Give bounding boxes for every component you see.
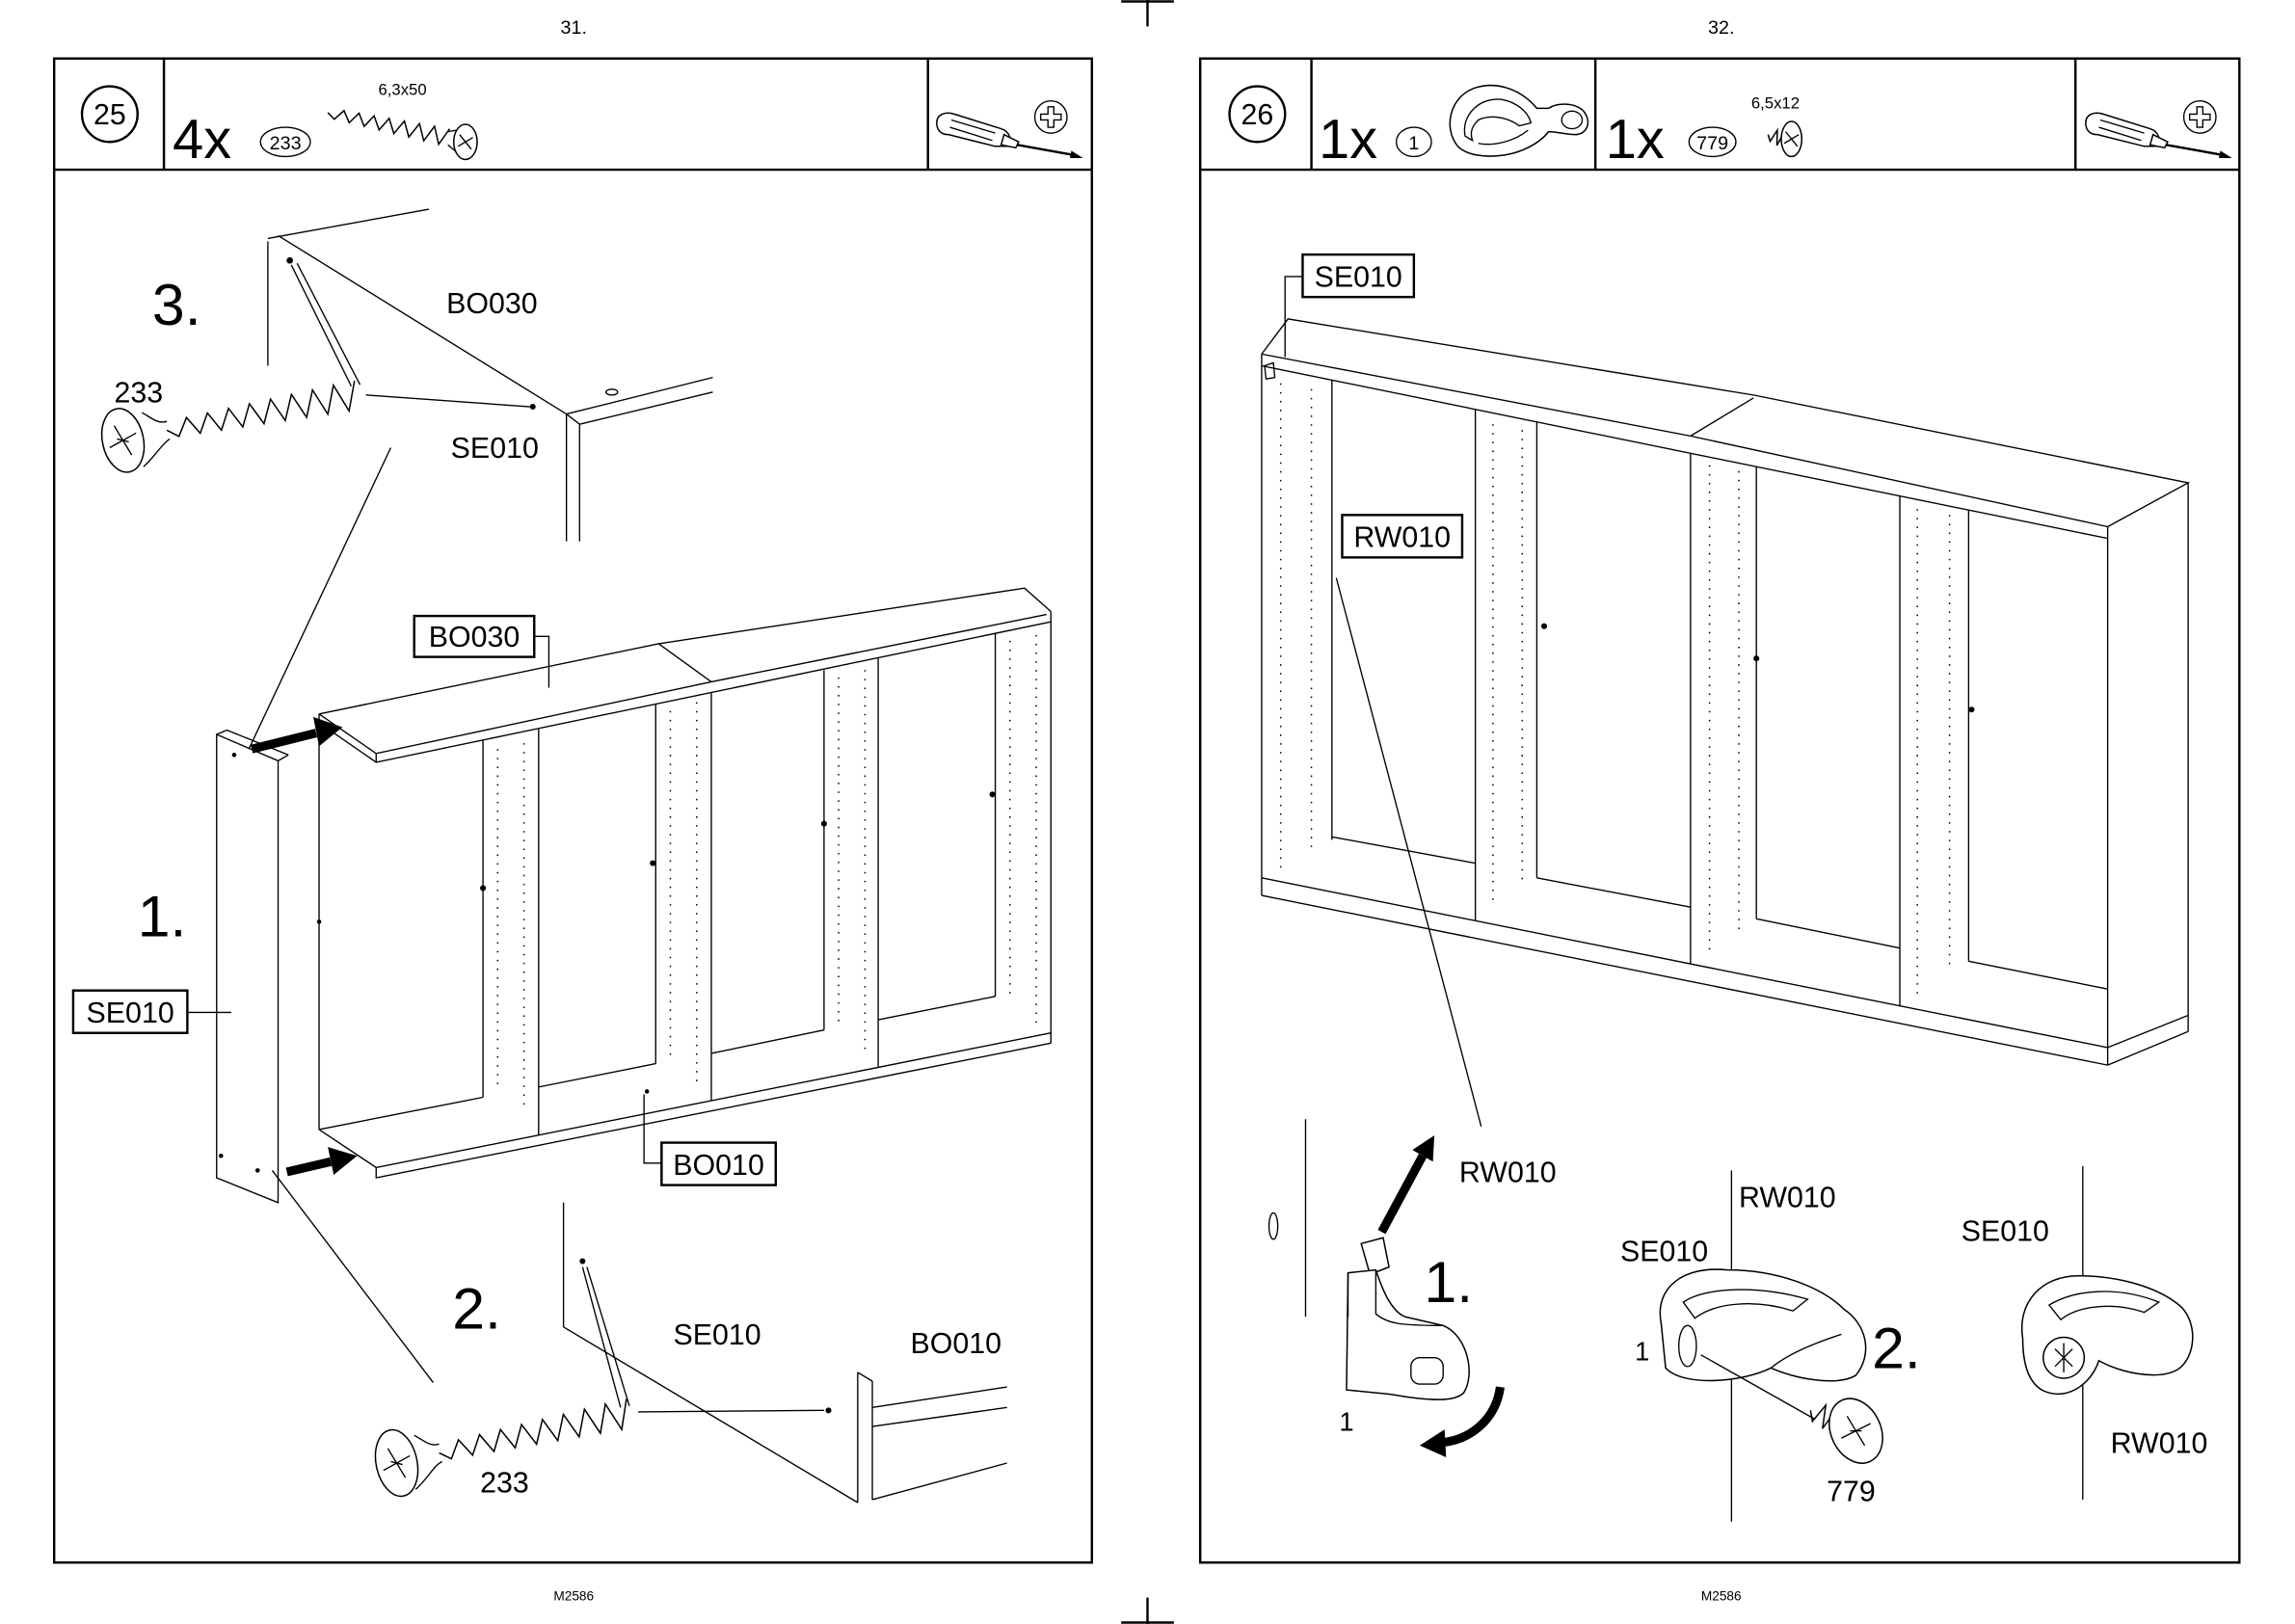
part-quantity: 1x xyxy=(1606,109,1665,171)
screw-label-779: 779 xyxy=(1827,1476,1876,1507)
label-rw010: RW010 xyxy=(1353,522,1451,554)
step-label: 1. xyxy=(1424,1249,1473,1315)
label-bo010: BO010 xyxy=(673,1150,764,1182)
part-number: 233 xyxy=(270,133,302,154)
part-ref-label: 1 xyxy=(1635,1337,1649,1367)
part-number: 779 xyxy=(1696,133,1728,154)
screw-label-233: 233 xyxy=(480,1467,529,1499)
screw-label-233: 233 xyxy=(114,377,163,409)
part-number: 1 xyxy=(1408,133,1419,154)
connector-label-rw010: RW010 xyxy=(2111,1427,2208,1459)
part-quantity: 1x xyxy=(1319,109,1377,171)
panel-label-se010: SE010 xyxy=(674,1319,761,1351)
part-quantity: 4x xyxy=(173,109,231,171)
label-se010: SE010 xyxy=(87,998,174,1029)
page-number: 31. xyxy=(561,17,587,39)
panel-label-bo030: BO030 xyxy=(446,288,538,320)
part-size: 6,3x50 xyxy=(379,81,427,99)
step-label: 2. xyxy=(452,1275,501,1341)
step-number: 25 xyxy=(93,99,126,131)
step-label: 1. xyxy=(138,884,187,949)
connector-label-rw010: RW010 xyxy=(1459,1158,1557,1189)
page-number: 32. xyxy=(1708,17,1734,39)
step-number: 26 xyxy=(1241,99,1273,131)
part-ref-label: 1 xyxy=(1339,1407,1353,1437)
label-se010: SE010 xyxy=(1315,262,1402,294)
footer-code: M2586 xyxy=(553,1589,594,1604)
panel-label-bo010: BO010 xyxy=(911,1328,1002,1360)
step-label: 2. xyxy=(1872,1315,1921,1380)
connector-label-rw010: RW010 xyxy=(1739,1182,1836,1213)
label-bo030: BO030 xyxy=(429,622,520,653)
panel-label-se010: SE010 xyxy=(451,433,539,465)
panel-label-se010: SE010 xyxy=(1961,1215,2049,1247)
panel-label-se010: SE010 xyxy=(1620,1237,1708,1268)
footer-code: M2586 xyxy=(1701,1589,1742,1604)
part-size: 6,5x12 xyxy=(1751,93,1800,112)
step-label: 3. xyxy=(152,272,201,337)
